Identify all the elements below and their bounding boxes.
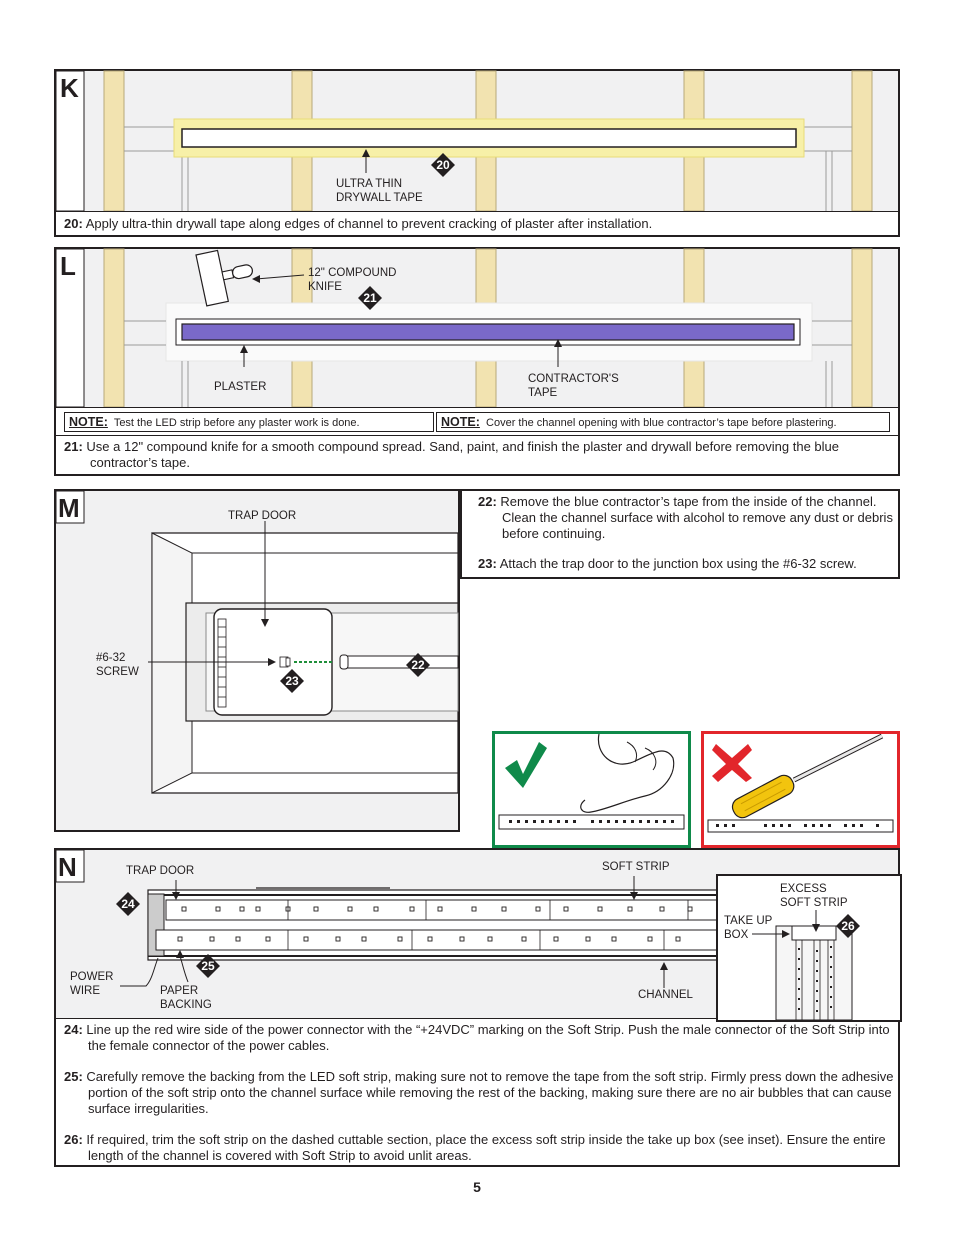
note-box-left xyxy=(64,412,434,432)
check-mark-icon xyxy=(505,742,547,788)
step-badge-23: 23 xyxy=(280,669,304,693)
callout-soft-strip: SOFT STRIP xyxy=(602,861,670,873)
take-up-box-illustration xyxy=(752,910,853,1021)
callout-trap-door-n: TRAP DOOR xyxy=(126,865,195,877)
incorrect-method-panel xyxy=(701,731,900,848)
callout-excess-soft-strip: EXCESS SOFT STRIP xyxy=(780,883,848,909)
take-up-box-inset: EXCESS SOFT STRIP TAKE UP BOX 26 xyxy=(716,874,902,1022)
step-23-text: 23: Attach the trap door to the junction… xyxy=(478,556,857,571)
section-m-instructions: 22: Remove the blue contractor’s tape fr… xyxy=(460,489,900,579)
section-l-divider-bottom xyxy=(56,435,898,436)
correct-method-panel xyxy=(492,731,691,848)
callout-contractors-tape: CONTRACTOR'S TAPE xyxy=(528,373,619,399)
callout-ultra-thin-drywall-tape: ULTRA THIN DRYWALL TAPE xyxy=(336,178,423,204)
callout-channel: CHANNEL xyxy=(638,989,693,1001)
callout-plaster: PLASTER xyxy=(214,381,267,393)
note-cover-channel: NOTE: Cover the channel opening with blu… xyxy=(441,415,837,429)
step-badge-21: 21 xyxy=(358,286,382,310)
step-26-text: 26: If required, trim the soft strip on … xyxy=(64,1132,886,1163)
step-badge-25: 25 xyxy=(196,954,220,978)
callout-12in-compound-knife: 12" COMPOUND KNIFE xyxy=(308,267,397,293)
screwdriver-illustration xyxy=(707,733,894,833)
step-25-text: 25: Carefully remove the backing from th… xyxy=(64,1069,894,1116)
step-badge-24: 24 xyxy=(116,892,140,916)
callout-6-32-screw: #6-32 SCREW xyxy=(96,652,139,678)
finger-press-illustration xyxy=(498,733,685,830)
step-badge-26: 26 xyxy=(836,914,860,938)
section-n-divider xyxy=(56,1018,716,1019)
section-letter-n: N xyxy=(58,852,77,882)
step-21-text: 21: Use a 12" compound knife for a smoot… xyxy=(64,439,839,470)
section-letter-k: K xyxy=(60,73,79,103)
section-k-illustration xyxy=(55,70,898,212)
section-letter-m: M xyxy=(58,493,80,523)
section-letter-l: L xyxy=(60,251,76,281)
step-badge-20: 20 xyxy=(431,153,455,177)
callout-trap-door-m: TRAP DOOR xyxy=(228,510,297,522)
callout-paper-backing: PAPER BACKING xyxy=(160,985,212,1011)
section-l-illustration xyxy=(55,248,898,408)
step-22-text: 22: Remove the blue contractor’s tape fr… xyxy=(478,494,893,541)
step-badge-22: 22 xyxy=(406,653,430,677)
section-l-panel: L 12" COMPOUND KNIFE 21 PLASTER CONTRACT… xyxy=(54,247,900,476)
step-20-text: 20: Apply ultra-thin drywall tape along … xyxy=(64,216,653,231)
x-mark-icon xyxy=(712,744,752,782)
section-k-divider xyxy=(56,211,898,212)
note-box-right xyxy=(436,412,890,432)
callout-take-up-box: TAKE UP BOX xyxy=(724,915,773,941)
step-24-text: 24: Line up the red wire side of the pow… xyxy=(64,1022,890,1053)
section-k-panel: K ULTRA THIN DRYWALL TAPE 20 20: Apply u… xyxy=(54,69,900,237)
page-number: 5 xyxy=(473,1179,481,1195)
callout-power-wire: POWER WIRE xyxy=(70,971,114,997)
section-n-panel: N TRAP DOOR SOFT STRIP POWER WIRE PAPER … xyxy=(54,848,902,1167)
section-l-divider-top xyxy=(56,407,898,408)
note-test-led-strip: NOTE: Test the LED strip before any plas… xyxy=(69,415,360,429)
section-m-panel: M TRAP DOOR #6-32 SCREW 22 23 xyxy=(54,489,460,832)
